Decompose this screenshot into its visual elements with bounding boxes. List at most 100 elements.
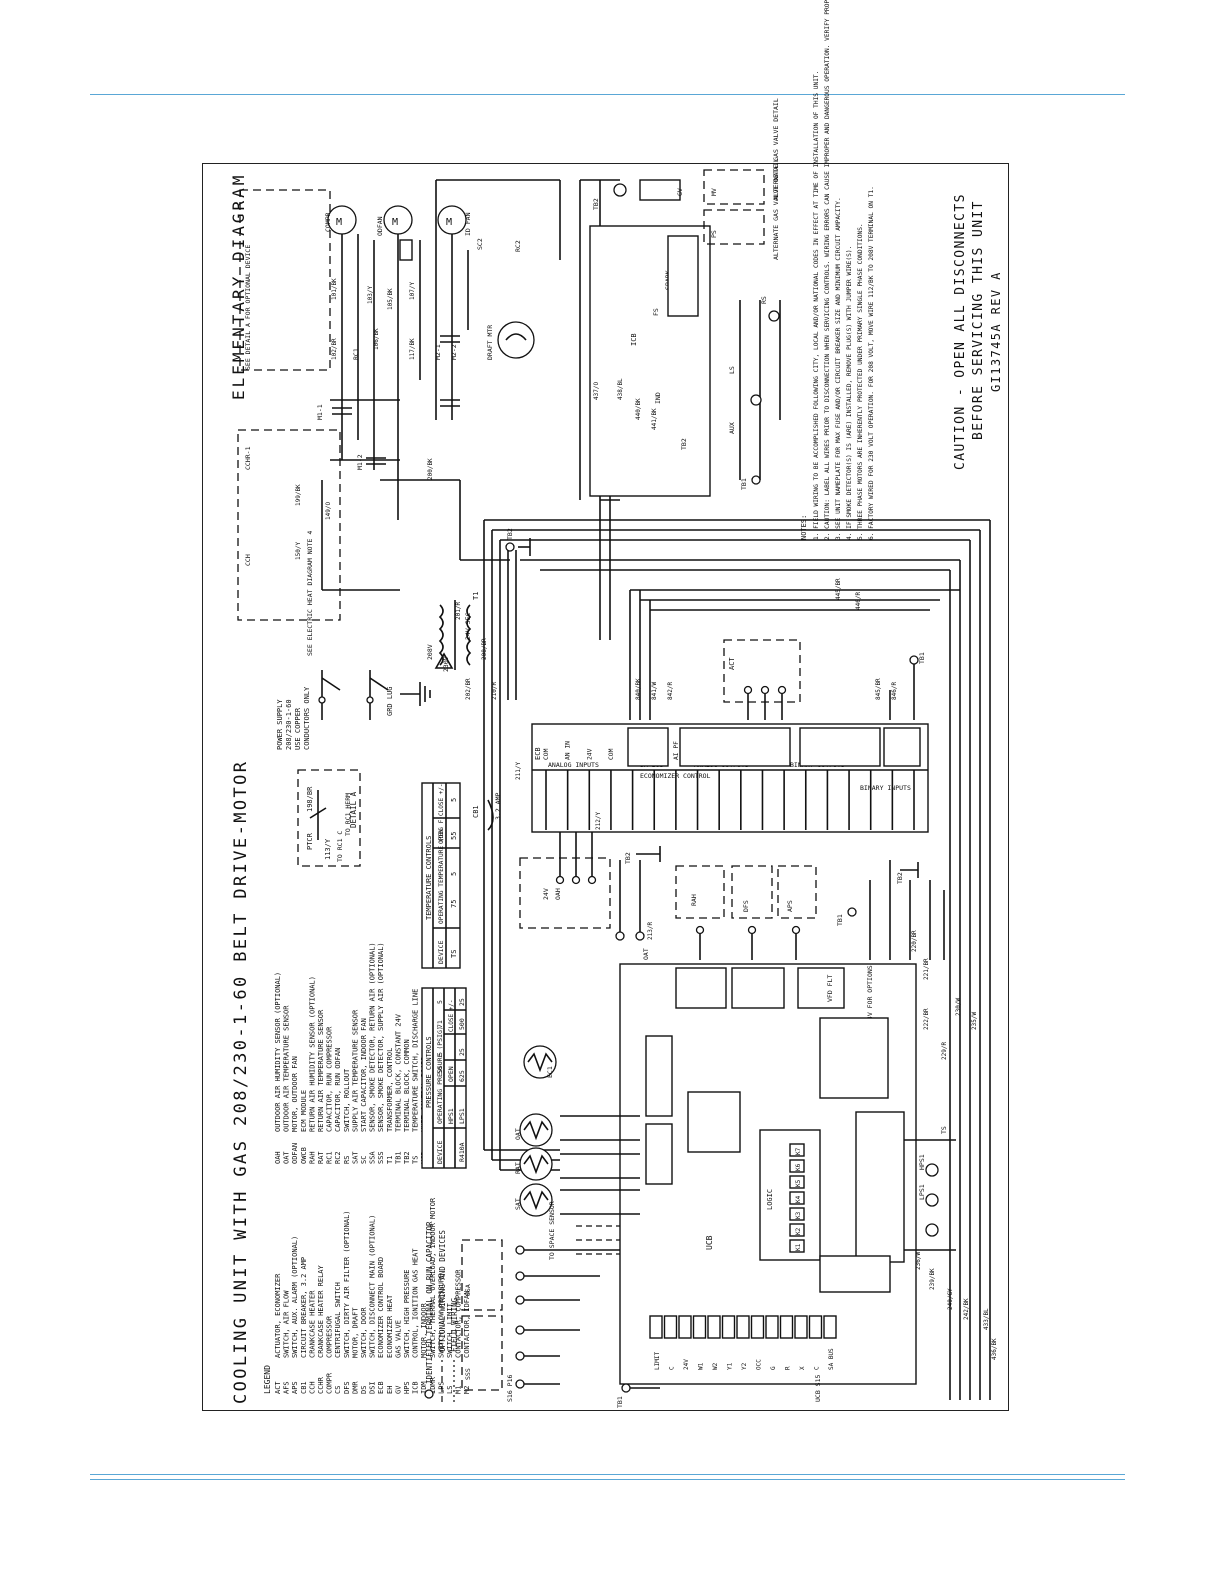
wire-label: 230/W	[955, 998, 962, 1016]
ucb-relay-box	[789, 1143, 805, 1157]
legend-code: SAT	[351, 1151, 359, 1164]
icb-ind: IND	[654, 392, 662, 404]
pressure-title: PRESSURE CONTROLS	[425, 1036, 433, 1108]
wire-label: 211/Y	[515, 762, 522, 780]
limit-rollout-switches: LS RS AUX TB1 TB2	[680, 296, 781, 490]
m22-label: M2-2	[450, 344, 458, 360]
cch-label: CCH	[244, 554, 252, 566]
wire-label: 235/W	[971, 1012, 978, 1030]
ucb-relay: K3	[795, 1211, 802, 1219]
legend-desc: MOTOR, INDOOR	[420, 1302, 428, 1358]
notes: NOTES: 1. FIELD WIRING TO BE ACCOMPLISHE…	[800, 0, 875, 540]
draft-motor: DRAFT MTR	[486, 321, 535, 360]
notes-title: NOTES:	[800, 515, 808, 540]
power-supply-volts: 208/230-1-60	[285, 699, 293, 750]
alt-gv-label-2: ALTERNATE GAS VALVE DETAIL	[772, 98, 780, 200]
legend-code: GV	[394, 1385, 402, 1394]
tb1-icb-label: TB1	[740, 478, 748, 490]
t1-label: T1	[472, 592, 480, 600]
wire-label: 236/W	[915, 1252, 922, 1270]
legend-desc: ECM MODULE	[300, 1090, 308, 1132]
ecb-pin: COM	[543, 748, 550, 760]
ucb-relay-box	[789, 1175, 805, 1189]
sss-label: SSS	[464, 1368, 472, 1380]
elementary-diagram-title: ELEMENTARY DIAGRAM	[229, 173, 248, 400]
legend-code: CB1	[300, 1381, 308, 1394]
wire-label: 242/BK	[963, 1298, 970, 1320]
legend-code: ACT	[274, 1381, 282, 1394]
power-supply-label: POWER SUPPLY	[276, 699, 284, 750]
legend-code: HPS	[403, 1381, 411, 1394]
draft-motor-label: DRAFT MTR	[486, 325, 494, 360]
wire-label: 103/Y	[367, 286, 374, 304]
temp-h-close: CLOSE +/-	[438, 783, 445, 816]
diagram-heading: COOLING UNIT WITH GAS 208/230-1-60 BELT …	[231, 760, 251, 1404]
ucb-relay-box	[789, 1207, 805, 1221]
temp-title: TEMPERATURE CONTROLS	[425, 836, 433, 920]
wire-label: 438/BL	[617, 378, 624, 400]
tb2-top-label: TB2	[506, 528, 514, 540]
wire-label: 445/BR	[835, 578, 842, 600]
oat-rat-sat-sensors: OAT RAT SAT	[514, 1113, 640, 1217]
legend-desc: CENTRIFUGAL SWITCH	[334, 1282, 342, 1358]
m12-label: M1-2	[356, 454, 364, 470]
icb-label: ICB	[630, 333, 638, 346]
tb1-bottom: TB1	[616, 1383, 660, 1408]
pressure-r2-close: 71	[436, 1020, 444, 1028]
ec1-label: EC1	[546, 1066, 554, 1078]
actuator: ACT	[723, 639, 801, 720]
legend-desc: CIRCUIT BREAKER, 3.2 AMP	[300, 1257, 308, 1358]
ucb-pin-box	[678, 1315, 692, 1339]
ucb-pin-box	[707, 1315, 721, 1339]
wire-label: 842/R	[667, 682, 674, 700]
legend-code: RAT	[317, 1151, 325, 1164]
detail-a-c: TO RC1 C	[336, 831, 344, 862]
note-line: 5. THREE PHASE MOTORS ARE INHERENTLY PRO…	[857, 223, 864, 540]
wire-label: 201/R	[455, 602, 462, 620]
ucb-pin-box	[779, 1315, 794, 1339]
legend-code: RC1	[326, 1151, 334, 1164]
legend-code: OWCB	[300, 1147, 308, 1164]
legend-code: CS	[334, 1386, 342, 1394]
diagram-frame	[202, 163, 1009, 1411]
ucb-relay: K5	[795, 1179, 802, 1187]
t1-primary2: 230V	[442, 656, 450, 672]
pressure-h-close: CLOSE +/-	[448, 999, 455, 1032]
wire-label: 840/BK	[635, 678, 642, 700]
tb2-right-label: TB2	[896, 872, 904, 884]
tb1-ecb: TB1	[889, 652, 926, 720]
pressure-r2-tol2: 5	[436, 1000, 444, 1004]
wire-label: 845/BR	[875, 678, 882, 700]
wire-label: 841/W	[651, 682, 658, 700]
legend-desc: COMPRESSOR	[326, 1315, 334, 1358]
legend-desc: TERMINAL BLOCK, COMMON	[403, 1039, 411, 1132]
ucb-pin-box	[692, 1315, 707, 1339]
footer-rule-top	[90, 1474, 1125, 1475]
legend-code: RS	[343, 1156, 351, 1164]
tb1-tb2-right: TB1 TB2	[836, 860, 945, 960]
pressure-r1-tol: 25	[458, 1048, 466, 1056]
ecb-pin: 24V	[586, 748, 593, 760]
cb1-amp: 3.2 AMP	[494, 793, 502, 820]
ucb-pin-box	[765, 1315, 779, 1339]
legend-desc: ACTUATOR, ECONOMIZER	[274, 1273, 282, 1358]
wire-label: 202/BR	[465, 678, 472, 700]
cb1-label: CB1	[472, 805, 480, 818]
ucb-pin: LIMIT	[654, 1352, 661, 1370]
wire-label: 106/BK	[373, 328, 380, 350]
note-line: 4. IF SMOKE DETECTOR(S) IS (ARE) INSTALL…	[846, 246, 853, 540]
ucb-pin: W1	[698, 1362, 705, 1370]
detail-a-198: 198/BR	[306, 786, 314, 812]
wire-label: 239/BK	[929, 1268, 936, 1290]
s16-label: S16 P16	[506, 1375, 514, 1402]
detail-a-ptcr: PTCR	[306, 832, 314, 850]
legend-desc: SWITCH, HIGH PRESSURE	[403, 1269, 411, 1358]
ucb-pin-box	[663, 1315, 678, 1339]
ucb-pin: R	[785, 1366, 792, 1370]
note-line: 6. FACTORY WIRED FOR 230 VOLT OPERATION.…	[868, 186, 875, 540]
oah-oat-sensors: 24V OAH OAT	[519, 832, 650, 960]
part-number: GI13745A REV A	[989, 271, 1003, 392]
ucb-pin-box	[649, 1315, 663, 1339]
legend-desc: MOTOR, OUTDOOR FAN	[291, 1056, 299, 1132]
